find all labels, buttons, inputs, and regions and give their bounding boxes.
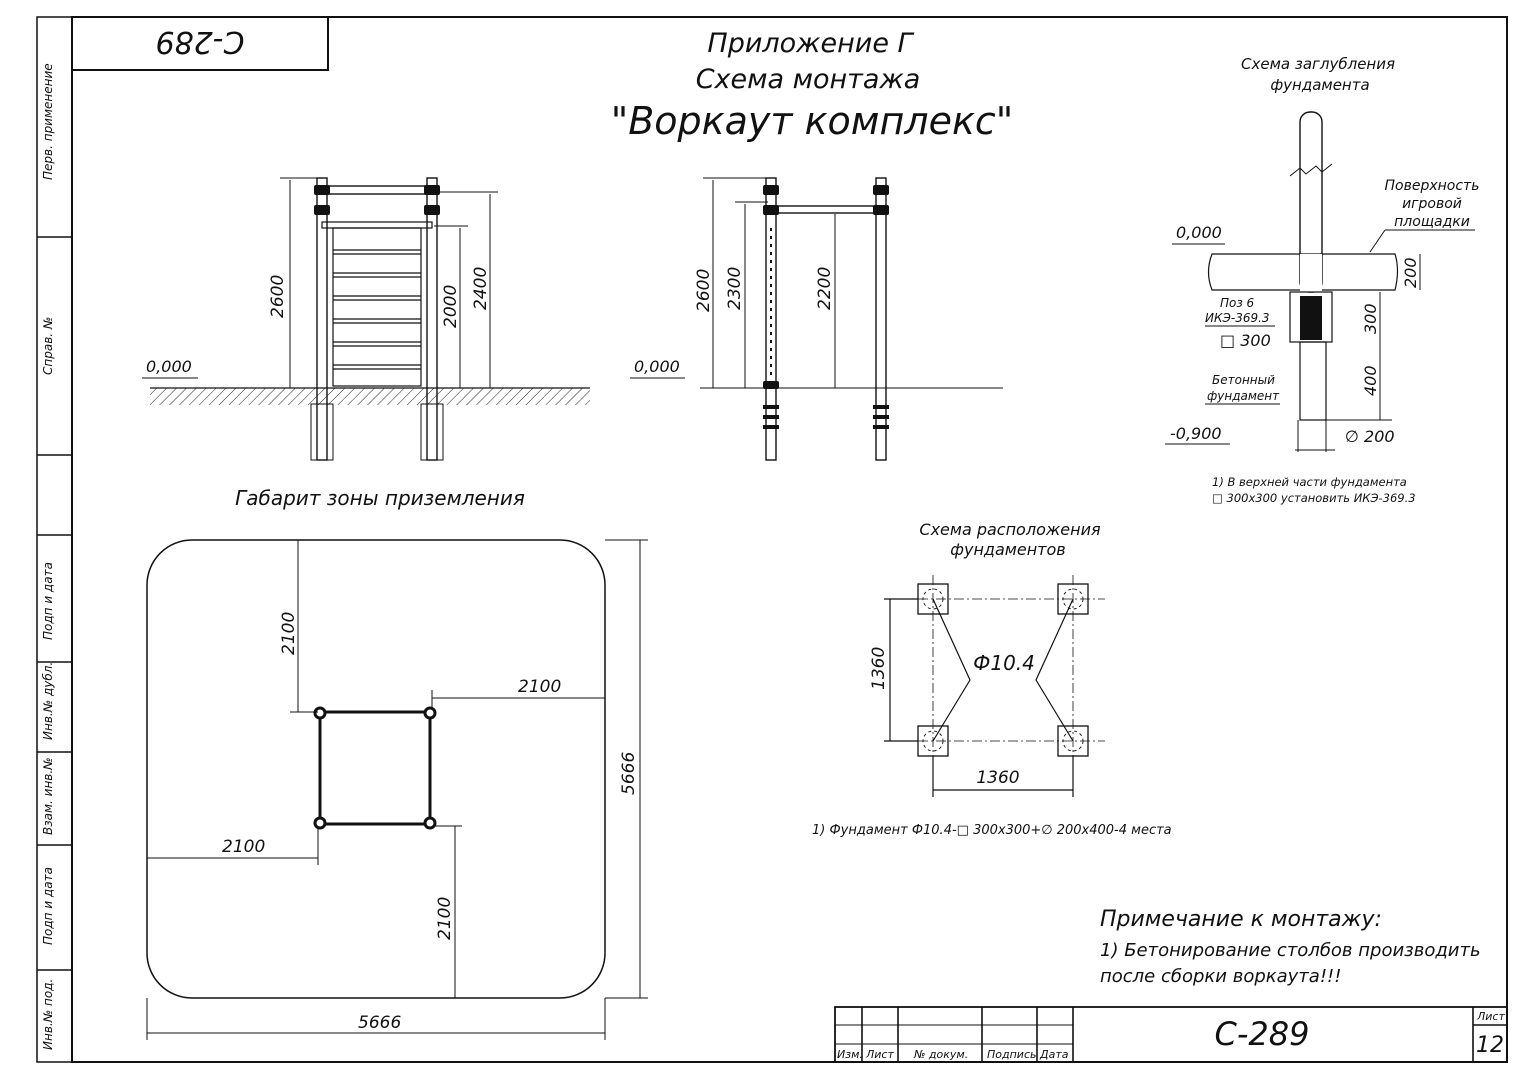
depth-dim-300: 300 bbox=[1361, 303, 1380, 334]
tb-sheet-label: Лист bbox=[1476, 1010, 1505, 1023]
front-dim-2400: 2400 bbox=[471, 267, 491, 310]
landing-zone: Габарит зоны приземления 2100 2100 2100 … bbox=[146, 486, 648, 1040]
front-dim-2000: 2000 bbox=[441, 285, 461, 328]
title-line2: Схема монтажа bbox=[696, 64, 921, 95]
tb-podpis: Подпись bbox=[987, 1048, 1036, 1061]
depth-sq300: □ 300 bbox=[1220, 331, 1271, 350]
tb-izm: Изм. bbox=[837, 1048, 863, 1061]
tb-list: Лист bbox=[865, 1048, 894, 1061]
depth-dim-400: 400 bbox=[1361, 365, 1380, 396]
front-dim-2600: 2600 bbox=[268, 275, 288, 318]
depth-surface2: игровой bbox=[1402, 196, 1462, 212]
landing-width: 5666 bbox=[358, 1013, 401, 1033]
titleblock: Изм. Лист № докум. Подпись Дата С-289 Ли… bbox=[834, 1006, 1508, 1063]
side-view: 0,000 2600 2300 2200 bbox=[630, 177, 1003, 461]
depth-note1: 1) В верхней части фундамента bbox=[1212, 475, 1407, 489]
depth-surface3: площадки bbox=[1394, 214, 1470, 230]
found-title2: фундаментов bbox=[950, 540, 1065, 559]
depth-zero: 0,000 bbox=[1176, 223, 1222, 242]
tb-code: С-289 bbox=[1215, 1015, 1310, 1053]
sidebar-sprav: Справ. № bbox=[41, 317, 55, 375]
depth-title2: фундамента bbox=[1270, 76, 1369, 94]
sidebar-inv-dubl: Инв.№ дубл. bbox=[41, 662, 55, 740]
sidebar-inv-pod: Инв.№ под. bbox=[41, 979, 55, 1050]
front-zero: 0,000 bbox=[146, 357, 192, 376]
depth-note2: □ 300х300 установить ИКЭ-369.3 bbox=[1212, 491, 1416, 505]
side-zero: 0,000 bbox=[634, 357, 680, 376]
foundations-scheme: Схема расположения фундаментов Ф10.4 136… bbox=[812, 520, 1172, 838]
depth-poz1: Поз 6 bbox=[1220, 296, 1255, 310]
landing-height: 5666 bbox=[619, 752, 639, 795]
sidebar-perv: Перв. применение bbox=[41, 63, 55, 180]
side-dim-2300: 2300 bbox=[725, 267, 745, 310]
sidebar-frame bbox=[36, 16, 73, 1063]
depth-minus: -0,900 bbox=[1170, 424, 1222, 443]
depth-poz2: ИКЭ-369.3 bbox=[1205, 311, 1270, 325]
front-view: 0,000 2600 2000 2400 bbox=[142, 177, 590, 461]
mount-note-title: Примечание к монтажу: bbox=[1100, 907, 1382, 932]
depth-dim-200: 200 bbox=[1401, 257, 1420, 288]
side-dim-2200: 2200 bbox=[815, 267, 835, 310]
depth-dia200: ∅ 200 bbox=[1345, 427, 1395, 446]
depth-scheme: Схема заглубления фундамента Поверхность… bbox=[1165, 55, 1479, 505]
sidebar-podp1: Подп и дата bbox=[41, 562, 55, 640]
landing-bottom: 2100 bbox=[435, 897, 455, 940]
found-note: 1) Фундамент Ф10.4-□ 300х300+∅ 200х400-4… bbox=[812, 823, 1172, 838]
found-dim-h: 1360 bbox=[976, 768, 1019, 788]
landing-title: Габарит зоны приземления bbox=[235, 486, 525, 510]
landing-left: 2100 bbox=[222, 837, 265, 857]
tb-data: Дата bbox=[1039, 1048, 1069, 1061]
mount-note-line2: после сборки воркаута!!! bbox=[1100, 966, 1341, 987]
depth-concrete1: Бетонный bbox=[1212, 373, 1275, 387]
depth-title1: Схема заглубления bbox=[1241, 55, 1395, 73]
side-dim-2600: 2600 bbox=[694, 269, 714, 312]
depth-concrete2: фундамент bbox=[1207, 389, 1280, 403]
stamp-box bbox=[71, 16, 329, 71]
landing-right: 2100 bbox=[518, 677, 561, 697]
title-line3: "Воркаут комплекс" bbox=[611, 99, 1014, 143]
found-title1: Схема расположения bbox=[919, 520, 1101, 539]
title-line1: Приложение Г bbox=[707, 28, 914, 59]
tb-dokum: № докум. bbox=[913, 1048, 968, 1061]
sidebar-vzam: Взам. инв.№ bbox=[41, 757, 55, 835]
sidebar-podp2: Подп и дата bbox=[41, 867, 55, 945]
stamp-code: С-289 bbox=[155, 24, 244, 59]
found-label: Ф10.4 bbox=[973, 651, 1035, 675]
found-dim-v: 1360 bbox=[869, 647, 889, 690]
depth-surface1: Поверхность bbox=[1385, 178, 1480, 194]
tb-sheet-num: 12 bbox=[1476, 1033, 1504, 1058]
landing-top: 2100 bbox=[279, 612, 299, 655]
mount-note-line1: 1) Бетонирование столбов производить bbox=[1100, 940, 1481, 961]
